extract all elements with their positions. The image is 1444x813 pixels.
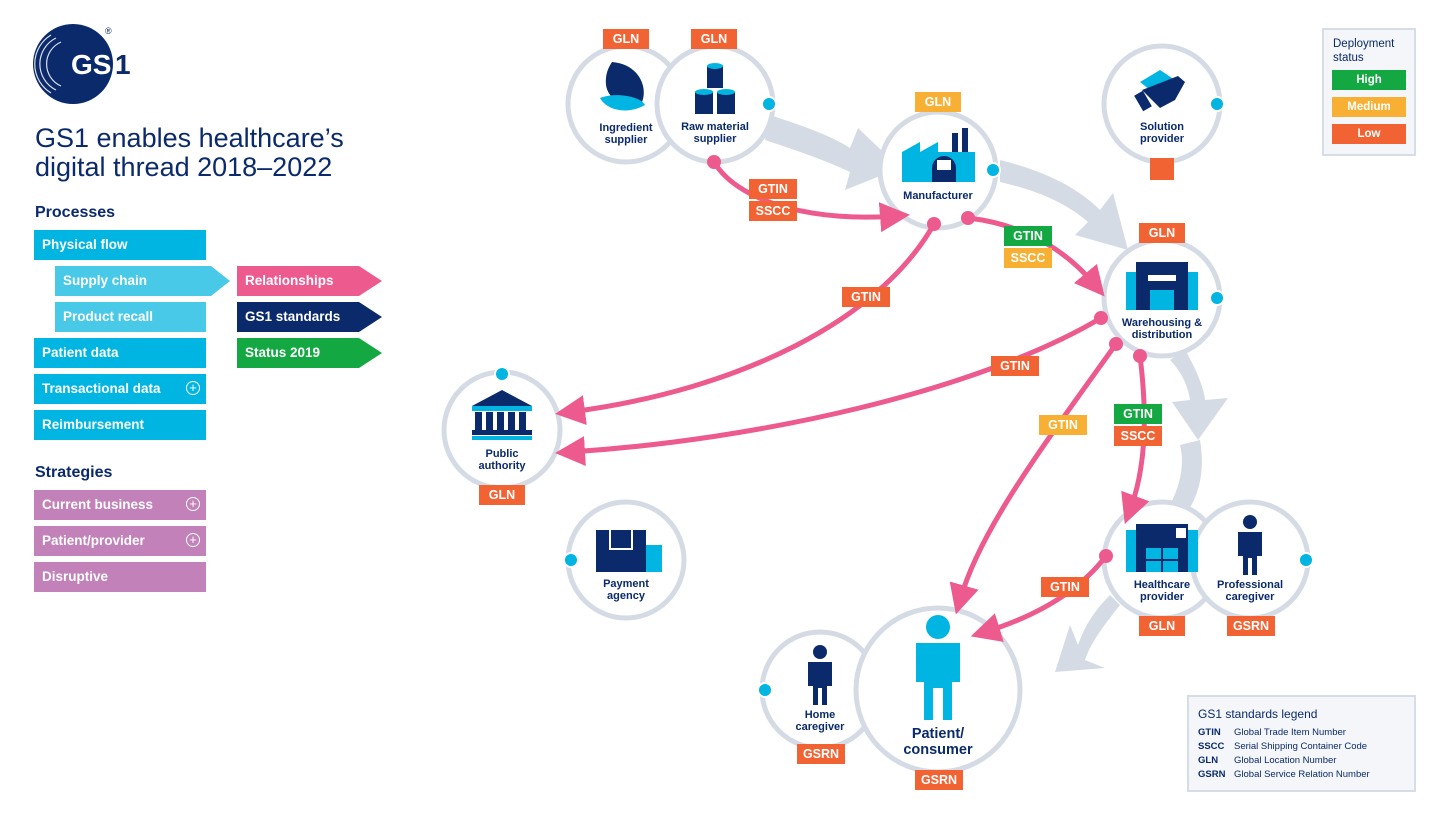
- legend-abbr: GTIN: [1198, 727, 1221, 738]
- status-high: High: [1332, 70, 1406, 90]
- reimbursement-button[interactable]: Reimbursement: [34, 410, 206, 440]
- patient-data-label: Patient data: [42, 345, 119, 360]
- solution-provider-status: [1150, 158, 1174, 180]
- connector-dots: [494, 96, 1314, 698]
- home-caregiver-label: Home caregiver: [795, 709, 845, 733]
- patient-consumer-label: Patient/ consumer: [903, 726, 973, 758]
- solution-provider-label: Solution provider: [1139, 121, 1184, 145]
- sscc-tag: SSCC: [749, 201, 797, 221]
- legend-desc: Global Service Relation Number: [1234, 769, 1370, 780]
- physical-flow-button[interactable]: Physical flow: [34, 230, 206, 260]
- patient-data-button[interactable]: Patient data: [34, 338, 206, 368]
- standards-legend: GS1 standards legend GTIN Global Trade It…: [1187, 695, 1416, 792]
- gtin-tag: GTIN: [1114, 404, 1162, 424]
- strategies-heading: Strategies: [35, 464, 113, 481]
- legend-row: GLN Global Location Number: [1198, 755, 1336, 766]
- physical-flow-arrows: [765, 115, 1228, 672]
- government-building-icon: [472, 390, 532, 440]
- status-medium: Medium: [1332, 97, 1406, 117]
- patient-provider-button[interactable]: Patient/provider +: [34, 526, 206, 556]
- gs1-standards-layer-button[interactable]: [237, 302, 383, 332]
- patient-provider-label: Patient/provider: [42, 533, 145, 548]
- transactional-data-label: Transactional data: [42, 381, 161, 396]
- relationships-label: Relationships: [245, 273, 334, 288]
- gsrn-tag: GSRN: [1227, 616, 1275, 636]
- plus-toggle-icon: +: [186, 497, 200, 511]
- gtin-tag: GTIN: [991, 356, 1039, 376]
- patient-person-icon: [916, 615, 960, 720]
- svg-text:GS: GS: [71, 49, 111, 80]
- public-authority-label: Public authority: [478, 448, 526, 472]
- gtin-tag: GTIN: [1039, 415, 1087, 435]
- deployment-status-legend: Deployment status High Medium Low: [1322, 28, 1416, 156]
- deployment-status-heading: Deployment status: [1333, 38, 1395, 64]
- gln-tag: GLN: [915, 92, 961, 112]
- legend-desc: Global Location Number: [1234, 755, 1337, 766]
- gln-tag: GLN: [1139, 616, 1185, 636]
- hospital-icon: [1126, 524, 1198, 572]
- current-business-button[interactable]: Current business +: [34, 490, 206, 520]
- product-recall-button[interactable]: Product recall: [55, 302, 206, 332]
- gln-tag: GLN: [479, 485, 525, 505]
- office-building-icon: [596, 528, 662, 572]
- product-recall-label: Product recall: [63, 309, 154, 324]
- leaf-icon: [600, 62, 645, 111]
- gtin-tag: GTIN: [1004, 226, 1052, 246]
- plus-toggle-icon: +: [186, 381, 200, 395]
- legend-abbr: SSCC: [1198, 741, 1225, 752]
- disruptive-button[interactable]: Disruptive: [34, 562, 206, 592]
- gs1-standards-label: GS1 standards: [245, 309, 341, 324]
- status-2019-layer-button[interactable]: [237, 338, 383, 368]
- svg-text:®: ®: [105, 26, 112, 36]
- gsrn-tag: GSRN: [797, 744, 845, 764]
- relationships-layer-button[interactable]: [237, 266, 383, 296]
- professional-caregiver-label: Professional caregiver: [1216, 579, 1284, 603]
- manufacturer-label: Manufacturer: [903, 190, 973, 202]
- svg-text:1: 1: [115, 49, 131, 80]
- raw-material-supplier-label: Raw material supplier: [681, 121, 749, 145]
- gtin-tag: GTIN: [1041, 577, 1089, 597]
- reimbursement-label: Reimbursement: [42, 417, 145, 432]
- relationship-origin-dots: [707, 155, 1147, 563]
- page-title: GS1 enables healthcare’s digital thread …: [35, 123, 344, 182]
- standards-legend-heading: GS1 standards legend: [1198, 707, 1318, 721]
- sscc-tag: SSCC: [1004, 248, 1052, 268]
- plus-toggle-icon: +: [186, 533, 200, 547]
- healthcare-provider-label: Healthcare provider: [1133, 579, 1191, 603]
- sscc-tag: SSCC: [1114, 426, 1162, 446]
- payment-agency-label: Payment agency: [603, 578, 649, 602]
- disruptive-label: Disruptive: [42, 569, 109, 584]
- legend-desc: Global Trade Item Number: [1234, 727, 1346, 738]
- gs1-logo: GS 1 ®: [33, 24, 131, 104]
- ingredient-supplier-label: Ingredient supplier: [599, 122, 653, 146]
- legend-row: GSRN Global Service Relation Number: [1198, 769, 1370, 780]
- legend-abbr: GLN: [1198, 755, 1219, 766]
- status-low: Low: [1332, 124, 1406, 144]
- gtin-tag: GTIN: [842, 287, 890, 307]
- processes-heading: Processes: [35, 204, 116, 221]
- factory-icon: [902, 128, 975, 182]
- gln-tag: GLN: [1139, 223, 1185, 243]
- gsrn-tag: GSRN: [915, 770, 963, 790]
- warehousing-label: Warehousing & distribution: [1121, 317, 1203, 341]
- person-icon: [808, 515, 1262, 705]
- barrels-icon: [695, 63, 735, 114]
- legend-row: GTIN Global Trade Item Number: [1198, 727, 1346, 738]
- supply-chain-label: Supply chain: [63, 273, 148, 288]
- handshake-icon: [1134, 70, 1185, 112]
- physical-flow-label: Physical flow: [42, 237, 128, 252]
- gln-tag: GLN: [603, 29, 649, 49]
- current-business-label: Current business: [42, 497, 154, 512]
- legend-abbr: GSRN: [1198, 769, 1226, 780]
- legend-desc: Serial Shipping Container Code: [1234, 741, 1368, 752]
- gln-tag: GLN: [691, 29, 737, 49]
- warehouse-icon: [1126, 262, 1198, 310]
- gtin-tag: GTIN: [749, 179, 797, 199]
- transactional-data-button[interactable]: Transactional data +: [34, 374, 206, 404]
- status-2019-label: Status 2019: [245, 345, 321, 360]
- legend-row: SSCC Serial Shipping Container Code: [1198, 741, 1367, 752]
- supply-chain-button[interactable]: [34, 266, 231, 296]
